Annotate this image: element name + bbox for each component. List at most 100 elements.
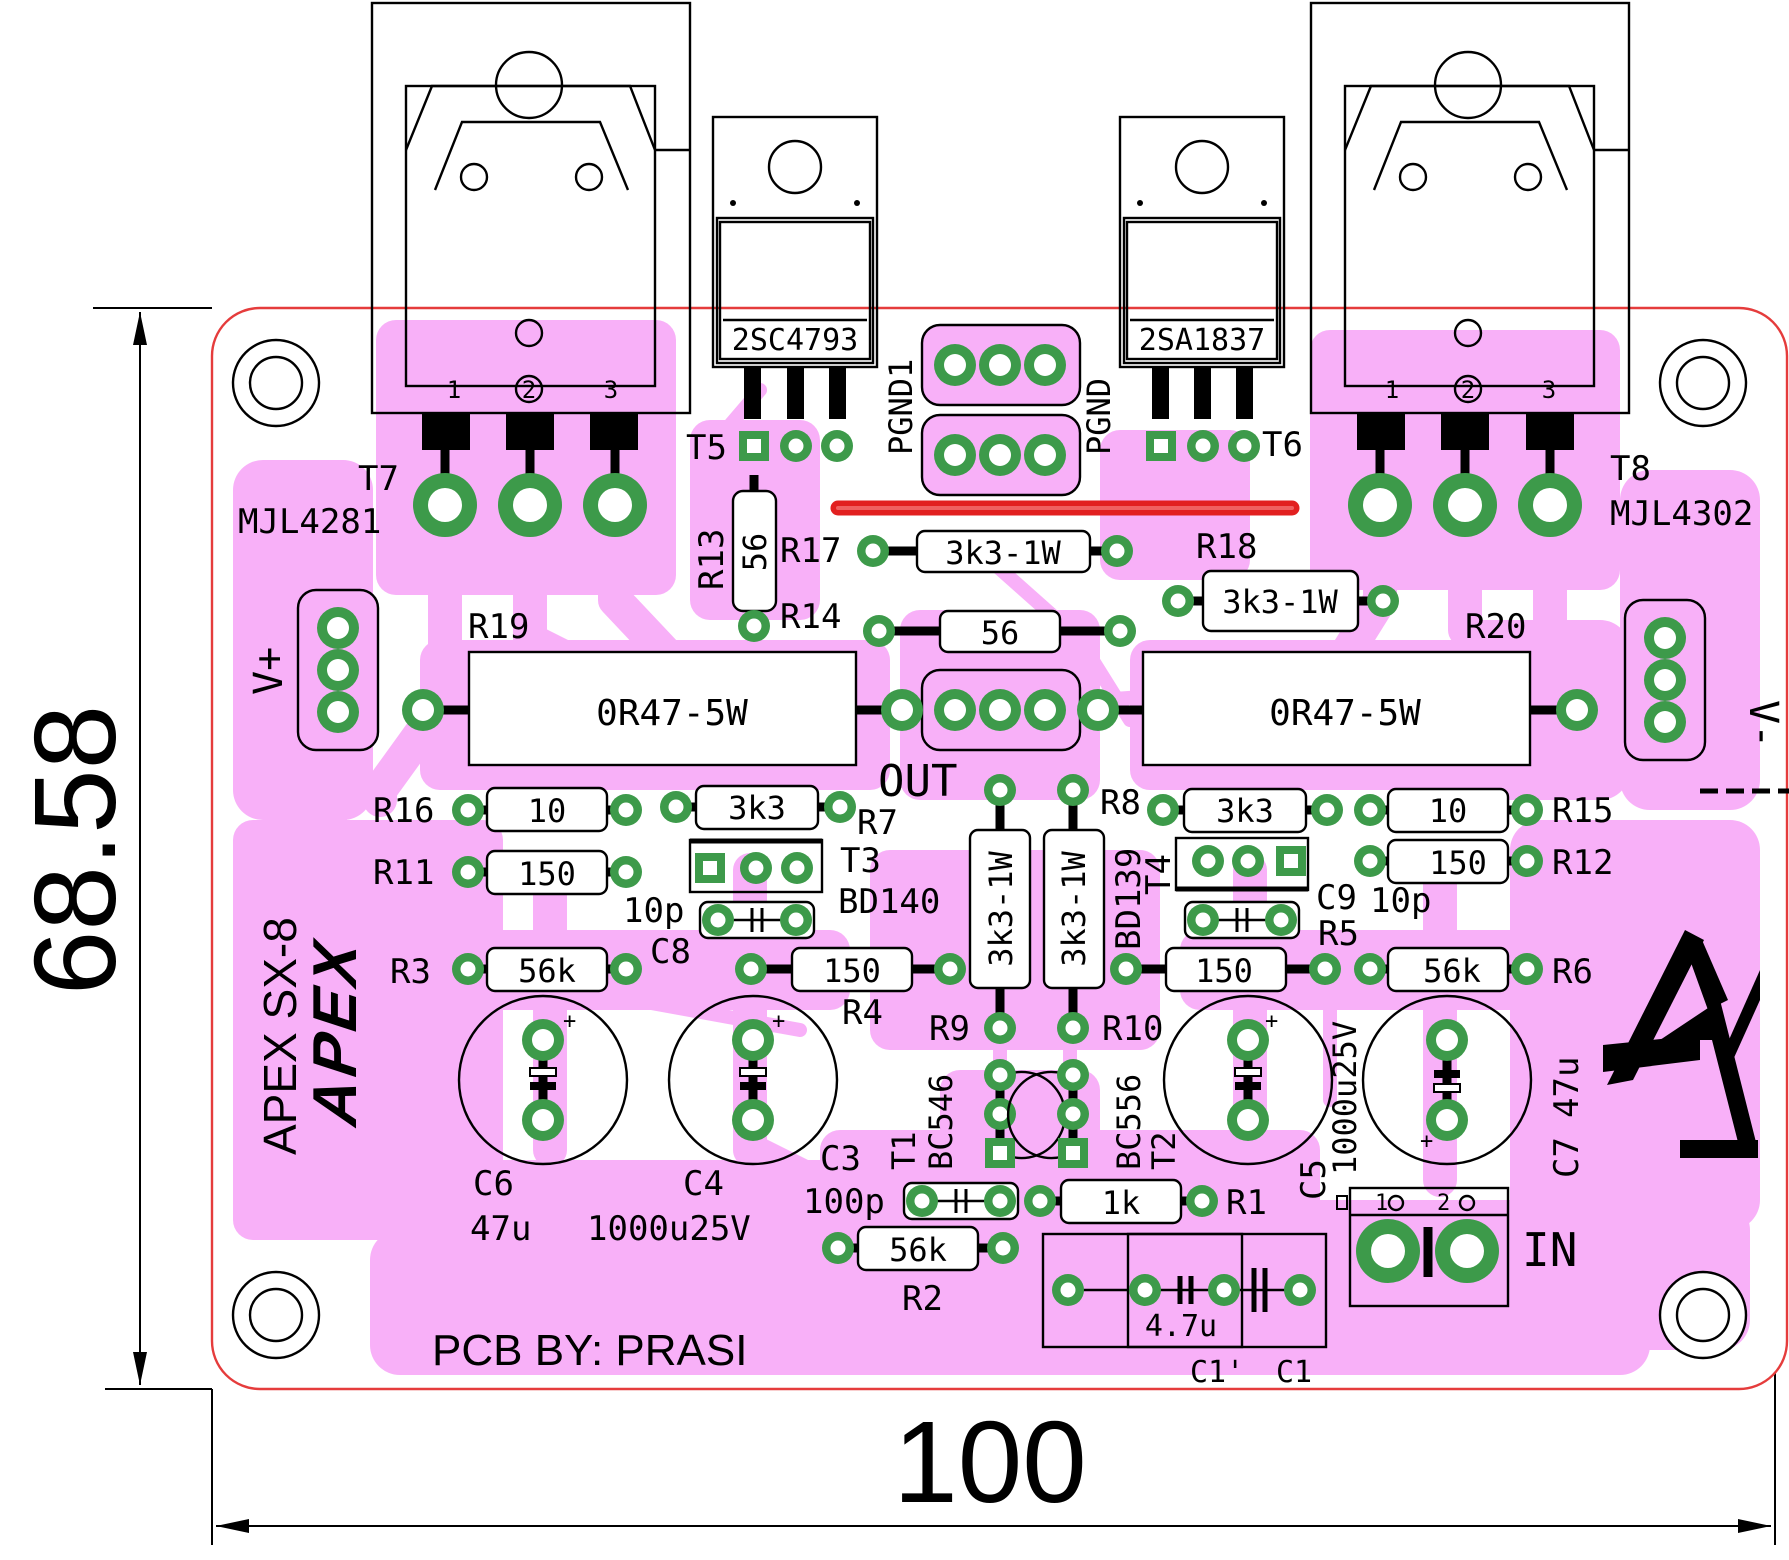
pads-vplus — [317, 607, 359, 733]
r18-ref: R18 — [1196, 527, 1257, 567]
pads-out — [934, 689, 1066, 731]
t8-pin-1: 1 — [1385, 376, 1399, 404]
t1-ref: T1 — [885, 1131, 923, 1170]
c3-value: 100p — [803, 1182, 885, 1222]
pads-t7 — [413, 473, 647, 537]
input-terminal: 1 2 — [1336, 1186, 1510, 1308]
r15-ref: R15 — [1552, 791, 1613, 831]
t6-ref: T6 — [1262, 425, 1303, 465]
r7-ref: R7 — [857, 803, 898, 843]
c7-plus: + — [1420, 1129, 1433, 1154]
r19-ref: R19 — [468, 607, 529, 647]
t8-pin-2: 2 — [1461, 376, 1475, 404]
r12-value: 150 — [1429, 844, 1487, 882]
resistor-r13: 56 — [731, 475, 778, 642]
out-label: OUT — [878, 756, 957, 807]
t7-value: MJL4281 — [238, 502, 381, 542]
t1-value: BC546 — [922, 1074, 960, 1170]
r7-value: 3k3 — [728, 789, 786, 827]
r9-ref: R9 — [929, 1009, 970, 1049]
pads-t8 — [1348, 473, 1582, 537]
c4-plus: + — [772, 1009, 785, 1034]
dimension-width: 100 — [211, 1200, 1776, 1545]
mounting-hole-tr — [1658, 338, 1748, 428]
resistor-r5: 150 — [1110, 946, 1341, 993]
r19-value: 0R47-5W — [596, 693, 748, 734]
mounting-hole-tl — [231, 338, 321, 428]
c6-ref: C6 — [473, 1164, 514, 1204]
vplus-label: V+ — [246, 647, 292, 695]
resistor-r20: 0R47-5W — [1077, 650, 1598, 767]
mounting-hole-bl — [231, 1270, 321, 1360]
pads-t5 — [739, 430, 853, 462]
pads-t6 — [1146, 430, 1260, 462]
resistor-r3: 56k — [452, 946, 642, 993]
vminus-label: V- — [1740, 700, 1786, 748]
r20-value: 0R47-5W — [1269, 693, 1421, 734]
silkscreen-labels: T7 MJL4281 T8 MJL4302 T5 T6 PGND1 PGND R… — [238, 359, 1786, 1390]
c1-ref: C1 — [1276, 1355, 1312, 1390]
r2-value: 56k — [889, 1231, 947, 1269]
capacitor-c4 — [667, 994, 839, 1166]
t6-value: 2SA1837 — [1139, 323, 1265, 358]
t7-ref: T7 — [358, 459, 399, 499]
r4-ref: R4 — [842, 993, 883, 1033]
dimension-height: 68.58 — [10, 307, 212, 1390]
r13-ref: R13 — [692, 529, 732, 590]
t5-ref: T5 — [686, 428, 727, 468]
resistor-r1: 1k — [1024, 1178, 1218, 1225]
t3-ref: T3 — [840, 841, 881, 881]
r13-value: 56 — [736, 533, 774, 572]
in-pin-2: 2 — [1437, 1191, 1450, 1216]
c5-value: 1000u25V — [1326, 1021, 1364, 1175]
r8-value: 3k3 — [1216, 792, 1274, 830]
r8-ref: R8 — [1100, 783, 1141, 823]
capacitor-c1: 4.7u — [1041, 1232, 1328, 1349]
r16-ref: R16 — [373, 791, 434, 831]
resistor-r9: 3k3-1W — [968, 774, 1032, 1044]
c9-ref: C9 — [1316, 878, 1357, 918]
t7-pin-1: 1 — [447, 376, 461, 404]
capacitor-c5 — [1162, 994, 1334, 1166]
polarity-marks: + + + + — [563, 1009, 1433, 1154]
t7-pin-3: 3 — [604, 376, 618, 404]
t4-value: BD139 — [1109, 848, 1149, 950]
pgnd1-label: PGND1 — [882, 359, 920, 455]
resistor-r15: 10 — [1354, 787, 1543, 834]
capacitor-c7 — [1361, 994, 1533, 1166]
in-label: IN — [1522, 1223, 1577, 1277]
r6-value: 56k — [1423, 952, 1481, 990]
t2-ref: T2 — [1145, 1131, 1183, 1170]
c8-value: 10p — [623, 891, 684, 931]
resistor-r7: 3k3 — [660, 784, 856, 831]
capacitor-c8 — [698, 900, 816, 940]
c1-value: 4.7u — [1145, 1309, 1217, 1344]
r1-value: 1k — [1102, 1184, 1141, 1222]
mounting-hole-br — [1658, 1270, 1748, 1360]
t8-value: MJL4302 — [1610, 494, 1753, 534]
capacitor-c6 — [457, 994, 629, 1166]
r10-ref: R10 — [1102, 1009, 1163, 1049]
c6-value: 47u — [470, 1209, 531, 1249]
r17-ref: R17 — [780, 531, 841, 571]
transistor-t2-body — [1006, 1059, 1089, 1168]
t3-value: BD140 — [838, 882, 940, 922]
r20-ref: R20 — [1465, 607, 1526, 647]
c6-plus: + — [563, 1009, 576, 1034]
c4-value: 1000u25V — [587, 1209, 751, 1249]
r3-value: 56k — [518, 952, 576, 990]
r9-value: 3k3-1W — [982, 850, 1020, 966]
capacitor-c3 — [902, 1181, 1020, 1221]
resistor-r11: 150 — [452, 849, 642, 896]
c4-ref: C4 — [683, 1164, 724, 1204]
r5-value: 150 — [1195, 952, 1253, 990]
t7-pin-2: 2 — [522, 376, 536, 404]
in-pin-1: 1 — [1375, 1191, 1388, 1216]
r10-value: 3k3-1W — [1055, 850, 1093, 966]
c7-ref: C7 — [1547, 1137, 1587, 1178]
r6-ref: R6 — [1552, 952, 1593, 992]
r3-ref: R3 — [390, 952, 431, 992]
t8-pin-3: 3 — [1542, 376, 1556, 404]
transistor-t3-body — [688, 838, 824, 894]
